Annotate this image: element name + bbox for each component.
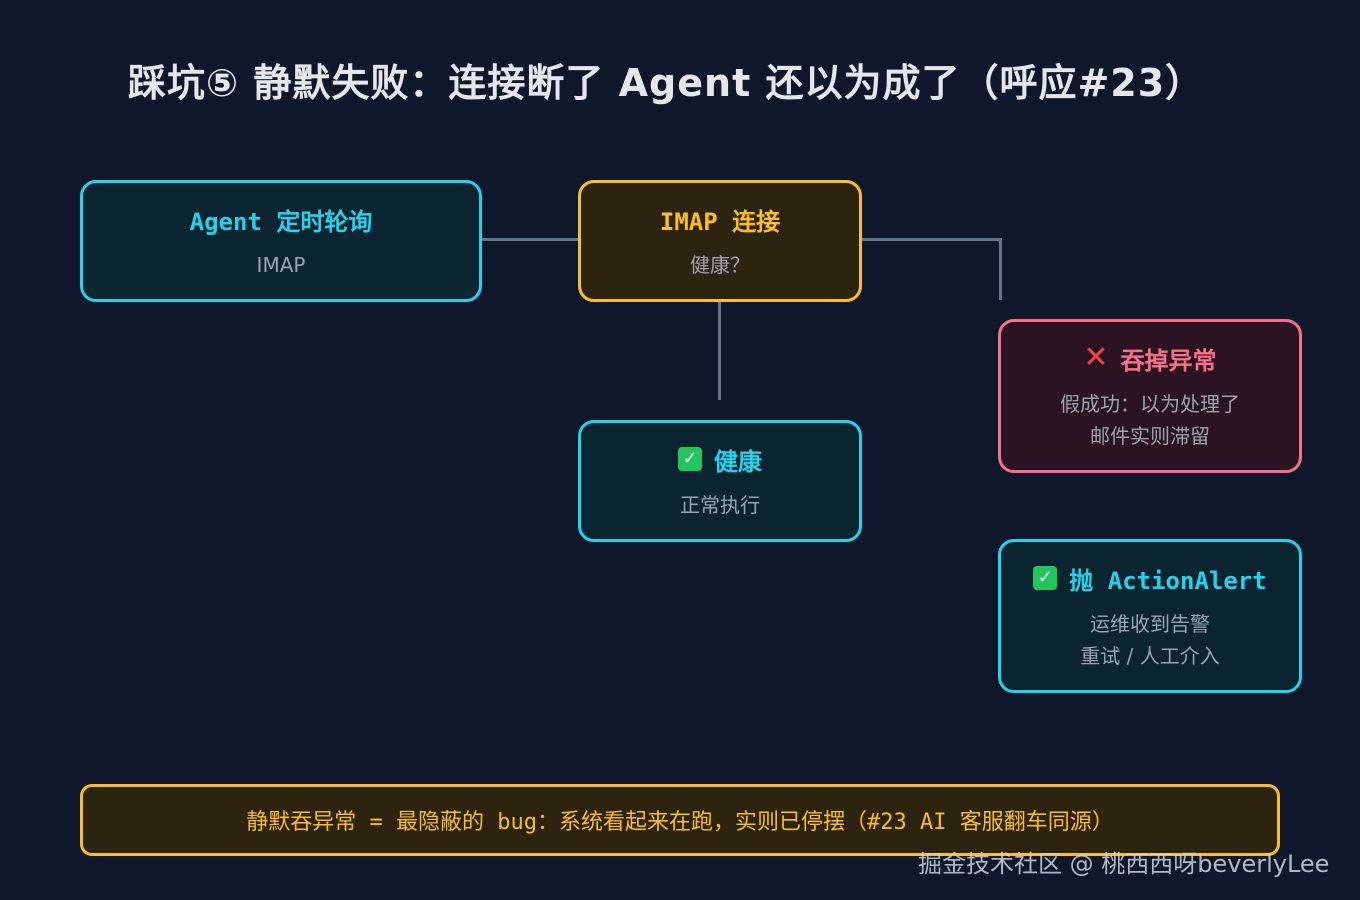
node-healthy-title: 健康 bbox=[714, 447, 762, 476]
connector-imap-right bbox=[860, 238, 1002, 241]
summary-banner: 静默吞异常 = 最隐蔽的 bug：系统看起来在跑，实则已停摆（#23 AI 客服… bbox=[80, 784, 1280, 856]
node-agent-title: Agent 定时轮询 bbox=[189, 207, 373, 236]
node-swallow-line1: 假成功：以为处理了 bbox=[1060, 391, 1240, 416]
node-alert-line2: 重试 / 人工介入 bbox=[1080, 643, 1220, 668]
node-healthy: ✓ 健康 正常执行 bbox=[578, 420, 862, 542]
node-alert-title: 抛 ActionAlert bbox=[1069, 566, 1267, 595]
page-title: 踩坑⑤ 静默失败：连接断了 Agent 还以为成了（呼应#23） bbox=[128, 61, 1205, 105]
node-imap-subtitle: 健康？ bbox=[690, 252, 750, 277]
node-healthy-subtitle: 正常执行 bbox=[680, 492, 760, 517]
watermark: 掘金技术社区 @ 桃西西呀beverlyLee bbox=[918, 850, 1330, 878]
node-throw-alert: ✓ 抛 ActionAlert 运维收到告警 重试 / 人工介入 bbox=[998, 539, 1302, 693]
node-swallow-title: 吞掉异常 bbox=[1120, 346, 1217, 375]
node-swallow-line2: 邮件实则滞留 bbox=[1090, 423, 1210, 448]
connector-right-down bbox=[999, 238, 1002, 300]
node-agent-subtitle: IMAP bbox=[256, 252, 306, 277]
node-swallow-exception: ✕ 吞掉异常 假成功：以为处理了 邮件实则滞留 bbox=[998, 319, 1302, 473]
check-icon: ✓ bbox=[1033, 566, 1058, 590]
node-imap-connection: IMAP 连接 健康？ bbox=[578, 180, 862, 302]
check-icon: ✓ bbox=[678, 447, 702, 471]
connector-agent-imap bbox=[480, 238, 578, 241]
node-alert-line1: 运维收到告警 bbox=[1090, 611, 1210, 636]
node-imap-title: IMAP 连接 bbox=[659, 207, 781, 236]
cross-icon: ✕ bbox=[1083, 340, 1109, 375]
connector-imap-healthy bbox=[718, 300, 721, 400]
node-agent-polling: Agent 定时轮询 IMAP bbox=[80, 180, 482, 302]
